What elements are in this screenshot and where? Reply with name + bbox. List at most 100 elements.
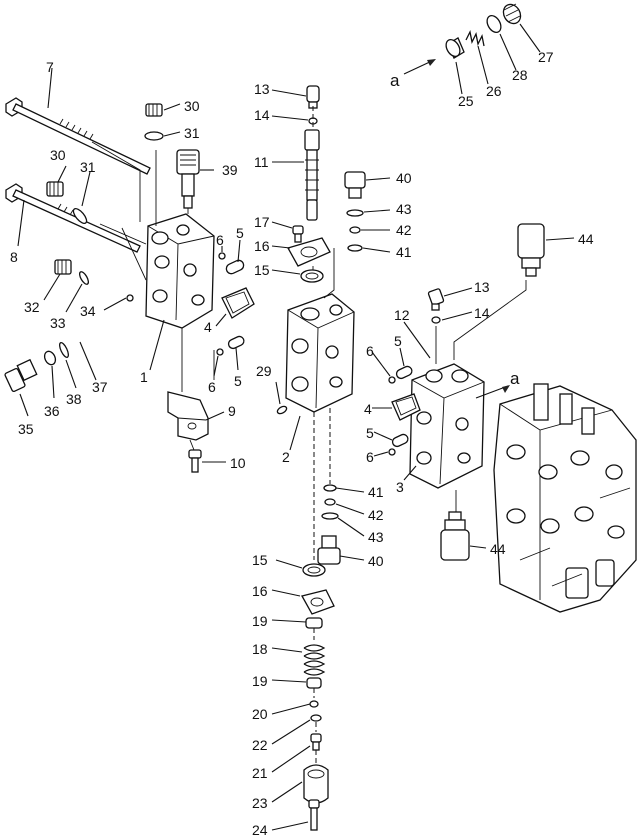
callout-19: 19 bbox=[252, 673, 268, 689]
callout-a: a bbox=[510, 369, 520, 388]
callout-38: 38 bbox=[66, 391, 82, 407]
o-ring-33 bbox=[78, 271, 90, 285]
plug-40-upper bbox=[344, 171, 366, 199]
callout-34: 34 bbox=[80, 303, 96, 319]
plug-27 bbox=[502, 3, 522, 25]
callout-44: 44 bbox=[490, 541, 506, 557]
callout-27: 27 bbox=[538, 49, 554, 65]
callout-35: 35 bbox=[18, 421, 34, 437]
seat-19-upper bbox=[305, 617, 323, 629]
callout-10: 10 bbox=[230, 455, 246, 471]
plug-29 bbox=[276, 405, 288, 415]
callout-28: 28 bbox=[512, 67, 528, 83]
callout-31: 31 bbox=[80, 159, 96, 175]
callout-41: 41 bbox=[396, 244, 412, 260]
callout-42: 42 bbox=[396, 222, 412, 238]
spring-18 bbox=[303, 644, 326, 676]
ring-43-lower bbox=[321, 512, 339, 520]
connector-35 bbox=[4, 358, 38, 393]
relief-valve-39 bbox=[176, 149, 200, 209]
o-ring-28 bbox=[486, 14, 502, 34]
solenoid-44-lower bbox=[440, 511, 470, 561]
plug-30-left bbox=[46, 181, 64, 197]
callout-6: 6 bbox=[216, 232, 224, 248]
callout-1: 1 bbox=[140, 369, 148, 385]
screw-21 bbox=[310, 733, 322, 751]
callout-11: 11 bbox=[254, 154, 269, 170]
seal-5-lower bbox=[227, 335, 245, 350]
callout-8: 8 bbox=[10, 249, 18, 265]
ball-6-lower bbox=[216, 348, 224, 356]
ring-22 bbox=[310, 714, 322, 722]
seat-19-lower bbox=[306, 677, 322, 689]
poppet-25 bbox=[445, 37, 465, 59]
callout-42: 42 bbox=[368, 507, 384, 523]
callout-9: 9 bbox=[228, 403, 236, 419]
callout-7: 7 bbox=[46, 59, 54, 75]
callout-6: 6 bbox=[208, 379, 216, 395]
ball-6-right-upper bbox=[388, 376, 396, 384]
callout-23: 23 bbox=[252, 795, 268, 811]
plug-32 bbox=[54, 259, 72, 275]
callout-18: 18 bbox=[252, 641, 268, 657]
callout-15: 15 bbox=[252, 552, 268, 568]
callout-3: 3 bbox=[396, 479, 404, 495]
o-ring-36 bbox=[43, 350, 57, 366]
callout-36: 36 bbox=[44, 403, 60, 419]
callout-17: 17 bbox=[254, 214, 270, 230]
plug-40-lower bbox=[317, 535, 341, 565]
o-ring-38 bbox=[59, 341, 69, 359]
callout-4: 4 bbox=[364, 401, 372, 417]
callout-4: 4 bbox=[204, 319, 212, 335]
callout-29: 29 bbox=[256, 363, 272, 379]
callout-12: 12 bbox=[394, 307, 410, 323]
callout-21: 21 bbox=[252, 765, 268, 781]
spring-26 bbox=[465, 30, 485, 47]
callout-5: 5 bbox=[366, 425, 374, 441]
callout-labels: 7 8 30 31 30 31 39 32 33 34 6 5 4 6 5 1 … bbox=[10, 49, 594, 838]
callout-31: 31 bbox=[184, 125, 200, 141]
callout-13: 13 bbox=[254, 81, 270, 97]
bolt-10 bbox=[188, 449, 202, 473]
callout-16: 16 bbox=[254, 238, 270, 254]
callout-6: 6 bbox=[366, 343, 374, 359]
callout-40: 40 bbox=[368, 553, 384, 569]
callout-26: 26 bbox=[486, 83, 502, 99]
callout-39: 39 bbox=[222, 162, 238, 178]
callout-15: 15 bbox=[254, 262, 270, 278]
ring-41-lower bbox=[323, 484, 337, 492]
gasket-4-left bbox=[221, 287, 255, 319]
ring-20 bbox=[309, 700, 319, 708]
plug-34 bbox=[126, 294, 134, 302]
callout-25: 25 bbox=[458, 93, 474, 109]
callout-22: 22 bbox=[252, 737, 268, 753]
callout-20: 20 bbox=[252, 706, 268, 722]
ring-41-upper bbox=[347, 244, 363, 252]
bolt-8 bbox=[5, 183, 141, 253]
callout-33: 33 bbox=[50, 315, 66, 331]
valve-body-3 bbox=[409, 363, 485, 489]
callout-32: 32 bbox=[24, 299, 40, 315]
bolt-7 bbox=[5, 97, 151, 175]
callout-14: 14 bbox=[474, 305, 490, 321]
callout-19: 19 bbox=[252, 613, 268, 629]
o-ring-31-top bbox=[144, 131, 164, 141]
seal-15-upper bbox=[300, 269, 324, 283]
ring-43-upper bbox=[346, 209, 364, 217]
callout-6: 6 bbox=[366, 449, 374, 465]
callout-43: 43 bbox=[368, 529, 384, 545]
bolt-24 bbox=[308, 799, 320, 831]
solenoid-44-upper bbox=[517, 223, 545, 277]
spool-11 bbox=[304, 129, 320, 221]
pin-13-right bbox=[427, 288, 445, 311]
callout-13: 13 bbox=[474, 279, 490, 295]
callout-5: 5 bbox=[236, 225, 244, 241]
callout-43: 43 bbox=[396, 201, 412, 217]
valve-body-2 bbox=[285, 293, 355, 413]
plug-30-top bbox=[145, 103, 163, 117]
ball-6-upper bbox=[218, 252, 226, 260]
callout-44: 44 bbox=[578, 231, 594, 247]
seal-5-right-upper bbox=[395, 365, 413, 380]
seal-5-right-lower bbox=[391, 433, 409, 448]
